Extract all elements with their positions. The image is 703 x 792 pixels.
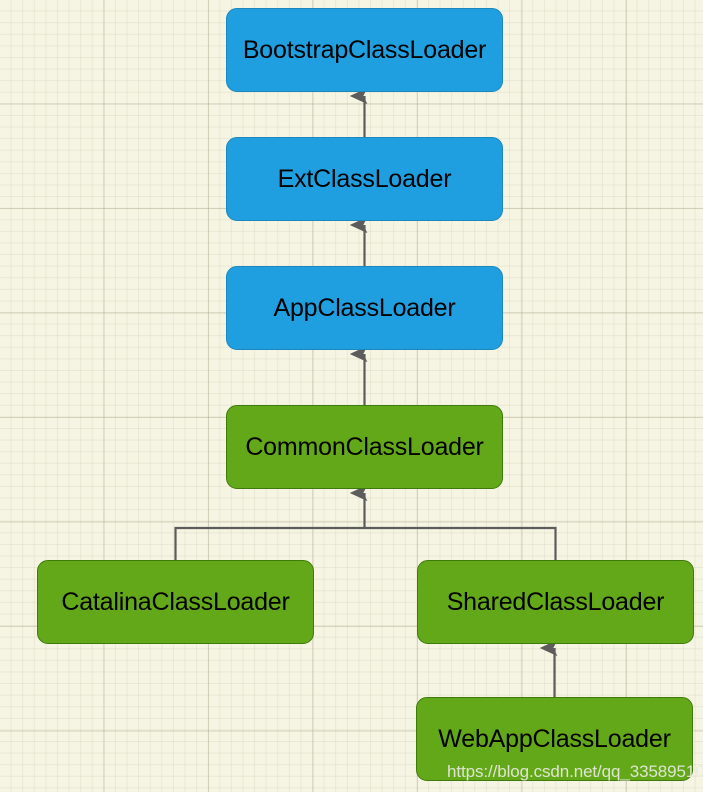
node-label: CommonClassLoader (245, 432, 484, 461)
node-catalina-classloader[interactable]: CatalinaClassLoader (37, 560, 314, 644)
node-app-classloader[interactable]: AppClassLoader (226, 266, 503, 350)
node-label: CatalinaClassLoader (61, 587, 290, 616)
node-label: ExtClassLoader (277, 164, 452, 193)
edge-branch-to-common (174, 484, 557, 560)
node-ext-classloader[interactable]: ExtClassLoader (226, 137, 503, 221)
watermark-url: https://blog.csdn.net/qq_33589510 (447, 762, 703, 781)
node-common-classloader[interactable]: CommonClassLoader (226, 405, 503, 489)
node-label: WebAppClassLoader (438, 724, 671, 753)
node-webapp-classloader[interactable]: WebAppClassLoader (416, 697, 693, 781)
node-shared-classloader[interactable]: SharedClassLoader (417, 560, 694, 644)
node-label: BootstrapClassLoader (242, 35, 487, 64)
node-bootstrap-classloader[interactable]: BootstrapClassLoader (226, 8, 503, 92)
node-label: SharedClassLoader (446, 587, 665, 616)
node-label: AppClassLoader (273, 293, 456, 322)
